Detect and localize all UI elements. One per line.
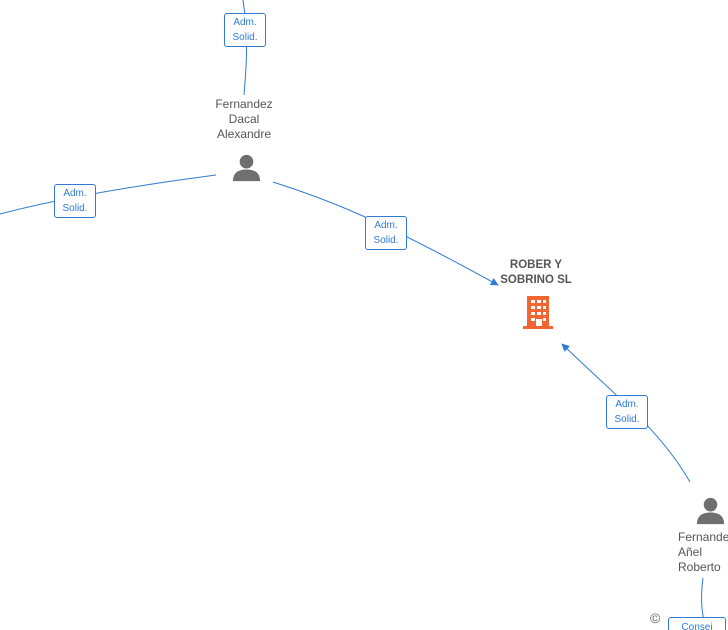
person-icon[interactable] [695,495,726,526]
person-label-fernandez-anel: Fernandez Añel Roberto [678,530,728,574]
person-icon[interactable] [231,152,262,183]
edge-top [242,0,248,96]
edge-label-top: Adm. Solid. [224,13,266,47]
edge-label-anel: Adm. Solid. [606,395,648,429]
person-label-fernandez-dacal: Fernandez Dacal Alexandre [215,97,273,141]
edge-dacal-to-company [272,181,499,286]
building-icon[interactable] [521,294,555,330]
copyright-icon: © [650,610,661,626]
edge-label-dacal: Adm. Solid. [365,216,407,250]
edge-label-left: Adm. Solid. [54,184,96,218]
edge-label-bottom: Consej [668,617,726,630]
edge-left [0,174,217,215]
company-label: ROBER Y SOBRINO SL [500,259,572,286]
